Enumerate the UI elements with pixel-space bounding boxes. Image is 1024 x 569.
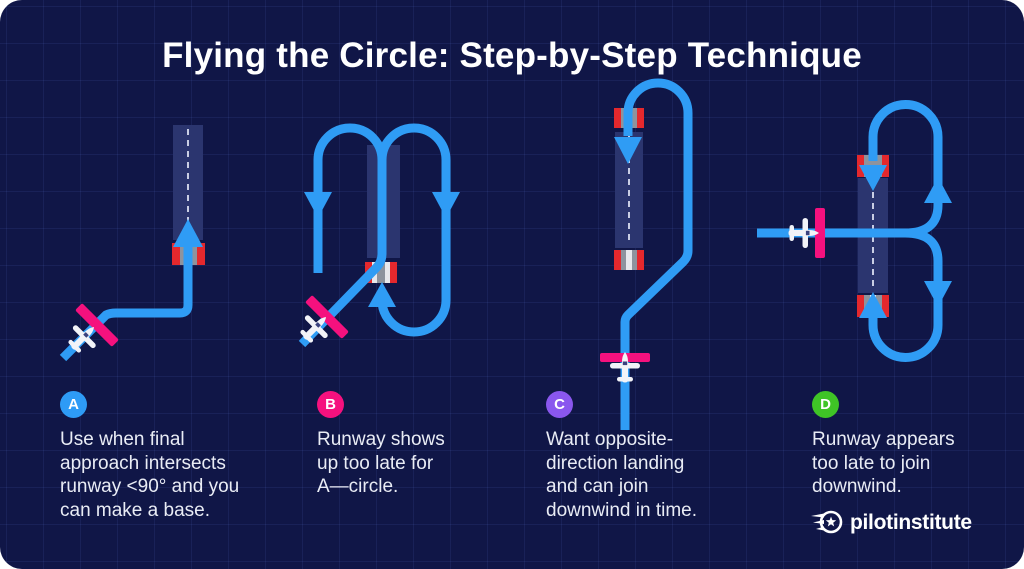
flight-path-arrow-icon — [173, 219, 203, 247]
flight-path-arrow-icon — [924, 281, 952, 307]
text-line: A—circle. — [317, 476, 399, 497]
step-c-badge: C — [546, 391, 573, 418]
brand-logo: pilotinstitute — [809, 506, 972, 540]
runway-threshold-bottom — [614, 250, 644, 270]
text-line: direction landing — [546, 452, 685, 474]
text-line: runway <90° and you — [60, 476, 240, 497]
step-c: C Want opposite- direction landing and c… — [546, 391, 697, 522]
aircraft-icon — [788, 218, 819, 248]
text-line: and can join — [546, 476, 649, 497]
diagram-c-opposite-direction — [600, 78, 693, 430]
text-line: can make a base. — [60, 499, 210, 521]
text-line: too late to join — [812, 452, 931, 474]
flight-path-arrow-icon — [859, 292, 887, 318]
step-b-badge: B — [317, 391, 344, 418]
step-d-badge: D — [812, 391, 839, 418]
approach-marker — [305, 295, 349, 339]
step-b-description: Runway shows up too late for A—circle. — [317, 428, 445, 499]
page-title: Flying the Circle: Step-by-Step Techniqu… — [162, 36, 862, 75]
diagram-a-base-entry — [59, 125, 205, 362]
text-line: Want opposite- — [546, 429, 674, 450]
flight-path — [59, 242, 193, 362]
flight-path-arrow-icon — [614, 137, 642, 164]
text-line: downwind. — [812, 476, 902, 497]
diagram-b-circle — [293, 123, 460, 350]
flight-path — [298, 123, 387, 348]
text-line: Runway appears — [812, 429, 955, 450]
step-d-description: Runway appears too late to join downwind… — [812, 428, 955, 499]
step-d: D Runway appears too late to join downwi… — [812, 391, 955, 499]
text-line: Runway shows — [317, 429, 445, 450]
brand-name: pilotinstitute — [850, 511, 972, 534]
step-a: A Use when final approach intersects run… — [60, 391, 239, 522]
step-b: B Runway shows up too late for A—circle. — [317, 391, 445, 499]
approach-marker — [75, 303, 119, 347]
text-line: Use when final — [60, 429, 185, 450]
flight-path-arrow-icon — [304, 192, 332, 218]
step-a-description: Use when final approach intersects runwa… — [60, 428, 239, 522]
text-line: up too late for — [317, 452, 434, 474]
diagram-d-teardrop-join — [757, 100, 952, 362]
flight-path — [377, 123, 451, 337]
approach-marker — [815, 208, 825, 258]
winged-star-badge-icon — [811, 510, 843, 534]
flight-path-arrow-icon — [859, 165, 887, 191]
flight-path-arrow-icon — [368, 282, 396, 307]
flight-path — [868, 228, 943, 362]
flight-path — [868, 100, 943, 238]
flight-path-arrow-icon — [432, 192, 460, 218]
text-line: downwind in time. — [546, 499, 698, 521]
step-c-description: Want opposite- direction landing and can… — [546, 428, 697, 522]
flight-path — [620, 78, 693, 430]
text-line: approach intersects — [60, 452, 226, 474]
flight-path-arrow-icon — [924, 177, 952, 203]
step-a-badge: A — [60, 391, 87, 418]
